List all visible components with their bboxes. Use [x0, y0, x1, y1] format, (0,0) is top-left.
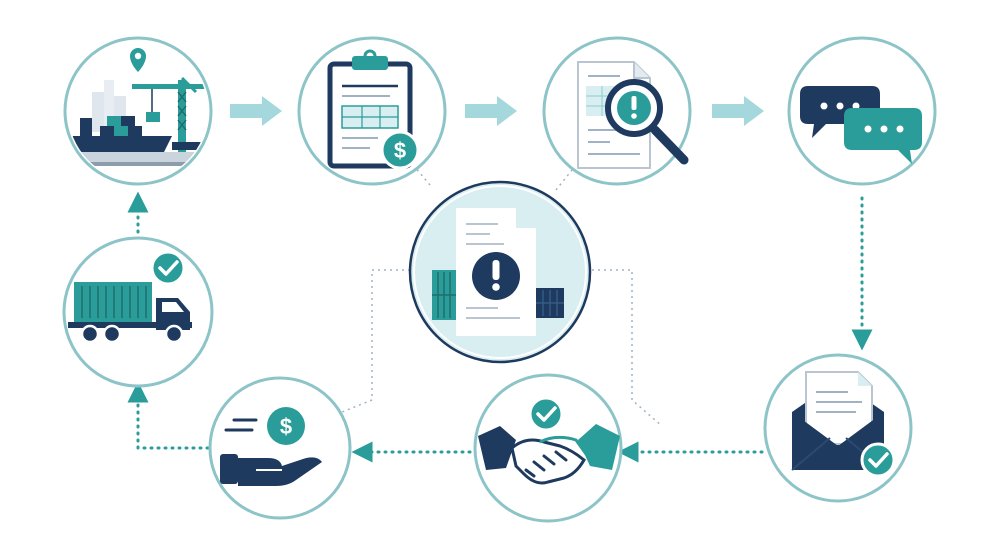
node-port-shipping — [63, 36, 213, 186]
cargo-ship-crane-icon — [68, 76, 208, 166]
svg-text:$: $ — [280, 414, 292, 439]
container-stack-right — [536, 288, 564, 318]
node-agreement — [473, 373, 623, 523]
node-document-review — [542, 36, 692, 186]
container-truck-icon — [68, 282, 192, 344]
check-badge-icon — [150, 250, 186, 286]
hand-dollar-icon — [220, 418, 322, 486]
container-stack-left — [432, 270, 456, 320]
arrow-3 — [712, 96, 764, 126]
arrow-1 — [230, 96, 282, 126]
location-pin-icon — [130, 48, 146, 72]
svg-text:$: $ — [394, 138, 406, 163]
hub-line-payment — [341, 269, 422, 413]
dotted-flow — [127, 191, 873, 463]
check-badge-icon — [860, 442, 896, 478]
hub-line-document-review — [555, 159, 581, 191]
connector-payment-delivery — [127, 381, 210, 450]
node-invoice: $ — [297, 36, 447, 186]
chat-bubbles-icon — [800, 86, 922, 164]
node-email-confirmation — [763, 353, 913, 503]
arrow-2 — [465, 96, 517, 126]
exclamation-icon — [472, 252, 520, 300]
node-discrepancy-center — [408, 180, 592, 364]
dollar-coin-icon: $ — [267, 407, 305, 445]
magnifier-document-icon — [577, 61, 689, 169]
dollar-coin-icon: $ — [380, 130, 420, 170]
hub-line-agreement — [592, 269, 663, 427]
node-payment: $ — [208, 376, 352, 520]
top-arrows — [230, 96, 764, 126]
node-communication — [787, 36, 937, 186]
envelope-letter-icon — [791, 371, 885, 471]
node-delivery — [62, 236, 214, 388]
exclamation-icon — [617, 91, 651, 125]
check-badge-icon — [528, 396, 564, 432]
handshake-icon — [478, 424, 620, 485]
